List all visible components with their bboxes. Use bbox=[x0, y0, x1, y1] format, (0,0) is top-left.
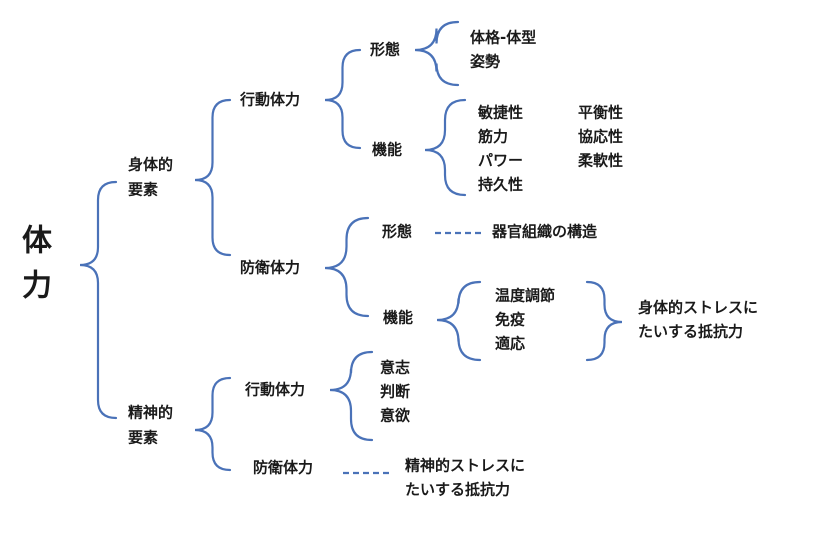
defense-form-item: 器官組織の構造 bbox=[491, 223, 597, 241]
physical-defense-label: 防衛体力 bbox=[240, 259, 300, 277]
function-item: 柔軟性 bbox=[578, 152, 623, 170]
defense-function-item: 免疫 bbox=[495, 311, 525, 329]
defense-function-item: 温度調節 bbox=[495, 287, 555, 305]
action-function-label: 機能 bbox=[372, 141, 402, 159]
form-item: 体格-体型 bbox=[470, 29, 536, 47]
physical-action-label: 行動体力 bbox=[239, 91, 300, 109]
function-item: 筋力 bbox=[477, 128, 508, 146]
defense-function-summary-brace bbox=[585, 280, 623, 362]
defense-function-label: 機能 bbox=[383, 309, 413, 327]
mental-defense-label: 防衛体力 bbox=[253, 459, 313, 477]
function-item: 敏捷性 bbox=[477, 104, 523, 122]
physical-label-1: 身体的 bbox=[128, 156, 173, 174]
defense-form-label: 形態 bbox=[382, 223, 412, 241]
function-item: 協応性 bbox=[578, 128, 623, 146]
physical-action-brace bbox=[324, 48, 362, 150]
physical-stress-summary-2: たいする抵抗力 bbox=[638, 323, 743, 341]
root-brace bbox=[79, 180, 118, 420]
form-item: 姿勢 bbox=[470, 53, 500, 71]
mental-action-item: 意志 bbox=[380, 359, 410, 377]
defense-function-brace bbox=[436, 280, 482, 362]
mental-action-item: 意欲 bbox=[380, 407, 410, 425]
physical-stress-summary-1: 身体的ストレスに bbox=[638, 299, 758, 317]
root-title-1: 体 bbox=[22, 224, 53, 259]
mental-action-label: 行動体力 bbox=[244, 381, 305, 399]
function-item: 平衡性 bbox=[578, 104, 623, 122]
action-form-brace bbox=[414, 20, 460, 87]
braces bbox=[79, 20, 623, 472]
mental-label-2: 要素 bbox=[128, 429, 158, 447]
function-item: 持久性 bbox=[478, 176, 523, 194]
root-title-2: 力 bbox=[22, 269, 52, 304]
physical-label-2: 要素 bbox=[128, 181, 158, 199]
mental-label-1: 精神的 bbox=[128, 404, 173, 422]
physical-defense-brace bbox=[324, 216, 370, 318]
mental-stress-summary-1: 精神的ストレスに bbox=[405, 457, 525, 475]
physical-brace bbox=[194, 98, 232, 257]
mental-action-brace bbox=[329, 350, 374, 442]
mental-brace bbox=[194, 376, 232, 472]
function-item: パワー bbox=[478, 152, 523, 170]
mental-action-item: 判断 bbox=[380, 383, 410, 401]
defense-function-item: 適応 bbox=[495, 335, 525, 353]
mental-stress-summary-2: たいする抵抗力 bbox=[405, 481, 510, 499]
action-function-brace bbox=[424, 98, 467, 197]
action-form-label: 形態 bbox=[370, 41, 400, 59]
